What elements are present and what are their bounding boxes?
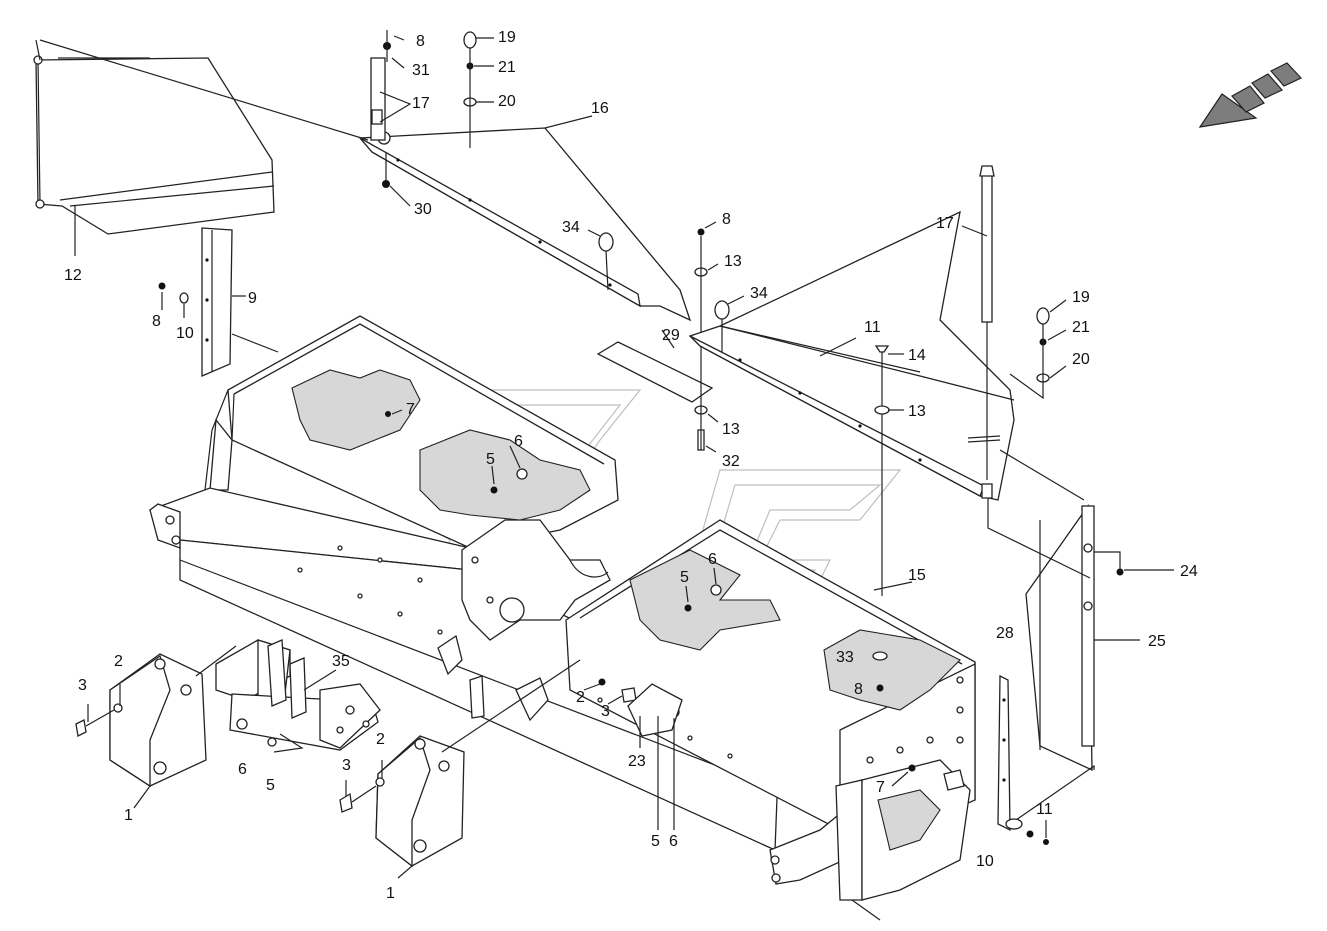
callout-30: 30 bbox=[414, 201, 432, 218]
callout-1: 1 bbox=[124, 807, 133, 824]
callout-17: 17 bbox=[412, 95, 430, 112]
callout-11: 11 bbox=[1036, 801, 1053, 818]
callout-11: 11 bbox=[864, 319, 881, 336]
callout-21: 21 bbox=[1072, 319, 1090, 336]
fastener-stack-right bbox=[874, 345, 904, 596]
fasteners-33-8 bbox=[872, 651, 888, 692]
callout-8: 8 bbox=[854, 681, 863, 698]
hopper-frame bbox=[148, 315, 976, 921]
callout-32: 32 bbox=[722, 453, 740, 470]
callout-13: 13 bbox=[908, 403, 926, 420]
callout-14: 14 bbox=[908, 347, 926, 364]
callout-labels: 8 31 17 19 21 20 16 30 12 9 8 10 34 8 13… bbox=[64, 29, 1198, 902]
callout-28: 28 bbox=[996, 625, 1014, 642]
callout-34: 34 bbox=[750, 285, 768, 302]
part-7-bolt-right bbox=[891, 764, 965, 791]
callout-2: 2 bbox=[576, 689, 585, 706]
callout-3: 3 bbox=[342, 757, 351, 774]
callout-19: 19 bbox=[1072, 289, 1090, 306]
callout-15: 15 bbox=[908, 567, 926, 584]
callout-8: 8 bbox=[722, 211, 731, 228]
callout-20: 20 bbox=[498, 93, 516, 110]
part-9-strip bbox=[158, 227, 279, 377]
part-35-bracket bbox=[215, 639, 381, 753]
fastener-stack-right-upper bbox=[1009, 299, 1067, 400]
callout-13: 13 bbox=[724, 253, 742, 270]
callout-5: 5 bbox=[486, 451, 495, 468]
part-17-long-pin bbox=[961, 165, 995, 499]
part-29-plate bbox=[596, 329, 714, 403]
part-34-eye-bolt-upper bbox=[587, 229, 614, 291]
callout-10: 10 bbox=[176, 325, 194, 342]
part-1-bracket-right bbox=[339, 659, 581, 879]
part-28-strip bbox=[997, 674, 1049, 845]
callout-29: 29 bbox=[662, 327, 680, 344]
callout-6: 6 bbox=[238, 761, 247, 778]
callout-8: 8 bbox=[416, 33, 425, 50]
callout-5: 5 bbox=[266, 777, 275, 794]
callout-34: 34 bbox=[562, 219, 580, 236]
callout-13: 13 bbox=[722, 421, 740, 438]
callout-1: 1 bbox=[386, 885, 395, 902]
part-1-bracket-left bbox=[75, 645, 237, 809]
callout-23: 23 bbox=[628, 753, 646, 770]
callout-17: 17 bbox=[936, 215, 954, 232]
callout-9: 9 bbox=[248, 290, 257, 307]
callout-35: 35 bbox=[332, 653, 350, 670]
callout-24: 24 bbox=[1180, 563, 1198, 580]
part-12-side-deflector bbox=[33, 39, 275, 256]
callout-10: 10 bbox=[976, 853, 994, 870]
callout-6: 6 bbox=[669, 833, 678, 850]
callout-6: 6 bbox=[708, 551, 717, 568]
part-25-side-panel bbox=[987, 449, 1174, 821]
callout-16: 16 bbox=[591, 100, 609, 117]
callout-5: 5 bbox=[680, 569, 689, 586]
callout-8: 8 bbox=[152, 313, 161, 330]
callout-7: 7 bbox=[406, 401, 415, 418]
callout-2: 2 bbox=[114, 653, 123, 670]
callout-7: 7 bbox=[876, 779, 885, 796]
callout-2: 2 bbox=[376, 731, 385, 748]
callout-6: 6 bbox=[514, 433, 523, 450]
callout-25: 25 bbox=[1148, 633, 1166, 650]
callout-21: 21 bbox=[498, 59, 516, 76]
callout-3: 3 bbox=[601, 703, 610, 720]
callout-19: 19 bbox=[498, 29, 516, 46]
part-31-pin-assembly bbox=[370, 30, 412, 141]
callout-3: 3 bbox=[78, 677, 87, 694]
callout-33: 33 bbox=[836, 649, 854, 666]
callout-20: 20 bbox=[1072, 351, 1090, 368]
part-30-bolt bbox=[382, 152, 411, 207]
fasteners-5-6 bbox=[385, 409, 913, 612]
part-11-deflector-plate bbox=[688, 210, 1015, 501]
callout-12: 12 bbox=[64, 267, 82, 284]
fastener-stack-upper bbox=[463, 31, 494, 148]
callout-5: 5 bbox=[651, 833, 660, 850]
callout-31: 31 bbox=[412, 62, 430, 79]
center-fastener-group bbox=[583, 678, 683, 830]
direction-of-travel-arrow bbox=[1198, 62, 1303, 128]
